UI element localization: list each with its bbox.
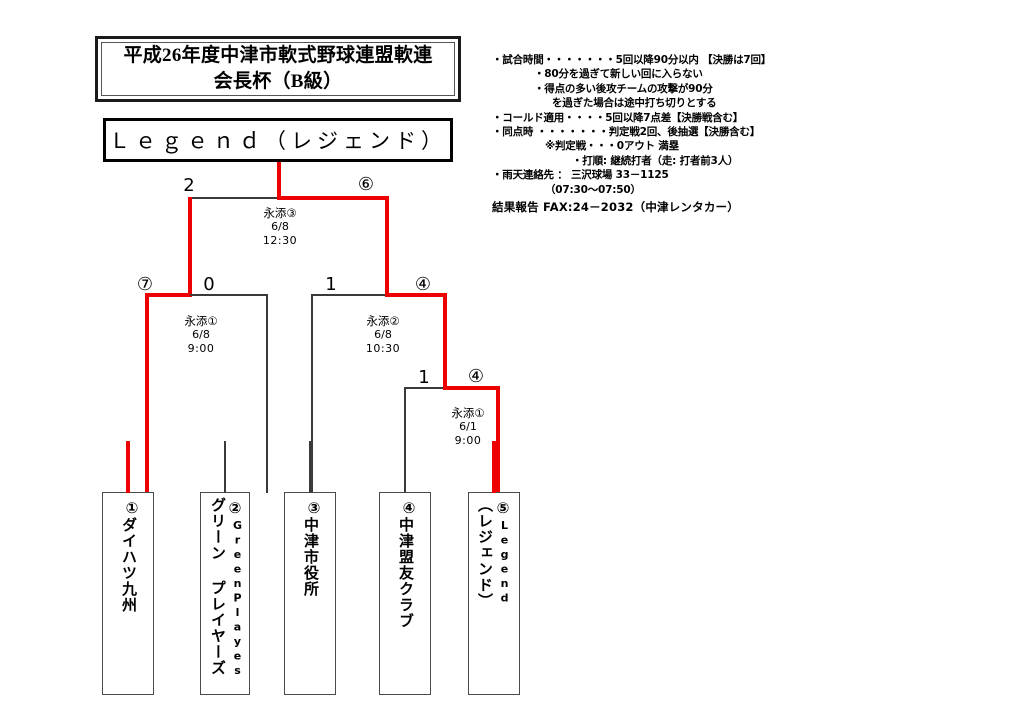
score-semiright-right: ④ <box>414 274 432 295</box>
score-final-right: ⑥ <box>357 174 375 195</box>
bracket-line-semileft-right-drop <box>266 294 268 493</box>
rule-line-8: ・雨天連絡先 ： 三沢球場 33－1125 <box>492 169 669 182</box>
team-1-seed: ① <box>123 499 141 517</box>
match-round1-venue: 永添① <box>451 406 485 420</box>
page-title-line2: 会長杯（B級） <box>213 71 343 92</box>
bracket-line-semiright-left-drop <box>311 294 313 493</box>
match-semiright-date: 6/8 <box>374 328 392 341</box>
bracket-line-round1-right-drop <box>496 386 500 493</box>
rule-line-4: ・コールド適用・・・・5回以降7点差【決勝戦含む】 <box>492 111 744 124</box>
team-1-name-jp: ダイハツ九州 <box>120 517 138 613</box>
bracket-line-team2-stem <box>224 441 226 493</box>
champion-name: Ｌｅｇｅｎｄ（レジェンド） <box>109 129 447 153</box>
score-round1-right: ④ <box>467 366 485 387</box>
rule-line-0: ・試合時間・・・・・・・5回以降90分以内 【決勝は7回】 <box>492 54 772 66</box>
rule-line-2: ・得点の多い後攻チームの攻撃が90分 <box>534 82 713 95</box>
score-final-left: 2 <box>183 175 195 196</box>
bracket-line-round1-left-drop <box>404 387 406 493</box>
match-semileft-date: 6/8 <box>192 328 210 341</box>
team-4-name-jp: 中津盟友クラブ <box>397 517 415 629</box>
match-info-semiright: 永添② 6/8 10:30 <box>313 314 453 356</box>
rule-line-9: （07:30～07:50） <box>545 183 641 196</box>
score-semileft-right: 0 <box>203 274 215 295</box>
match-info-final: 永添③ 6/8 12:30 <box>205 206 355 248</box>
rule-line-3: を過ぎた場合は途中打ち切りとする <box>552 97 717 110</box>
team-5-seed: ⑤ <box>494 499 512 517</box>
bracket-line-semiright-right-drop <box>443 293 447 388</box>
bracket-line-round1-right-cross <box>443 386 500 390</box>
team-4-seed: ④ <box>400 499 418 517</box>
match-round1-time: 9:00 <box>454 434 482 447</box>
tournament-title-inner: 平成26年度中津市軟式野球連盟軟連 会長杯（B級） <box>101 42 455 96</box>
team-box-4: ④ 中津盟友クラブ <box>379 492 431 695</box>
match-info-round1: 永添① 6/1 9:00 <box>400 406 536 448</box>
score-semileft-left: ⑦ <box>136 274 154 295</box>
team-box-2: ② GreenPlayes グリーン プレイヤーズ <box>200 492 250 695</box>
rule-line-7: ・打順: 継続打者（走: 打者前3人） <box>572 154 739 167</box>
team-3-seed: ③ <box>305 499 323 517</box>
match-final-time: 12:30 <box>262 234 298 247</box>
bracket-line-team3-stem <box>309 441 311 493</box>
match-semiright-venue: 永添② <box>366 314 400 328</box>
team-2-name-jp: グリーン プレイヤーズ <box>209 497 227 676</box>
match-round1-date: 6/1 <box>459 420 477 433</box>
team-box-5: ⑤ Legend （レジェンド） <box>468 492 520 695</box>
bracket-line-final-right-cross <box>277 196 389 200</box>
team-3-name-jp: 中津市役所 <box>302 517 320 597</box>
match-final-date: 6/8 <box>271 220 289 233</box>
bracket-line-team5-stem <box>492 441 496 493</box>
page-title-line1: 平成26年度中津市軟式野球連盟軟連 <box>123 45 433 66</box>
bracket-line-champion-stem <box>277 162 281 198</box>
team-2-name-en: GreenPlayes <box>231 519 244 679</box>
match-final-venue: 永添③ <box>263 206 297 220</box>
result-report-fax: 結果報告 FAX:24－2032（中津レンタカー） <box>492 200 739 215</box>
bracket-line-round1-left-cross <box>404 387 447 389</box>
bracket-line-semiright-left-cross <box>311 294 389 296</box>
bracket-line-final-left-cross <box>190 197 279 199</box>
rule-line-5: ・同点時 ・・・・・・・判定戦2回、後抽選【決勝含む】 <box>492 126 761 139</box>
bracket-line-team4-stem <box>404 441 406 493</box>
team-5-name-en: Legend <box>498 519 511 606</box>
score-round1-left: 1 <box>418 367 430 388</box>
bracket-line-semiright-right-cross <box>385 293 447 297</box>
rules-panel: ・試合時間・・・・・・・5回以降90分以内 【決勝は7回】 ・80分を過ぎて新し… <box>492 53 792 214</box>
bracket-line-semileft-left-drop <box>145 293 149 493</box>
tournament-title-box: 平成26年度中津市軟式野球連盟軟連 会長杯（B級） <box>95 36 461 102</box>
score-semiright-left: 1 <box>325 274 337 295</box>
bracket-line-team1-stem <box>126 441 130 493</box>
rule-line-1: ・80分を過ぎて新しい回に入らない <box>534 68 703 81</box>
match-info-semileft: 永添① 6/8 9:00 <box>131 314 271 356</box>
team-2-seed: ② <box>226 499 244 517</box>
bracket-line-final-left-drop <box>188 197 192 295</box>
rule-line-6: ※判定戦・・・0アウト 満塁 <box>545 140 679 153</box>
match-semiright-time: 10:30 <box>365 342 401 355</box>
bracket-line-semileft-right-cross <box>190 294 268 296</box>
team-5-name-jp: （レジェンド） <box>476 497 494 609</box>
team-box-1: ① ダイハツ九州 <box>102 492 154 695</box>
champion-box: Ｌｅｇｅｎｄ（レジェンド） <box>103 118 453 162</box>
match-semileft-venue: 永添① <box>184 314 218 328</box>
team-box-3: ③ 中津市役所 <box>284 492 336 695</box>
bracket-line-semileft-left-cross <box>145 293 192 297</box>
match-semileft-time: 9:00 <box>187 342 215 355</box>
bracket-line-final-right-drop <box>385 196 389 295</box>
